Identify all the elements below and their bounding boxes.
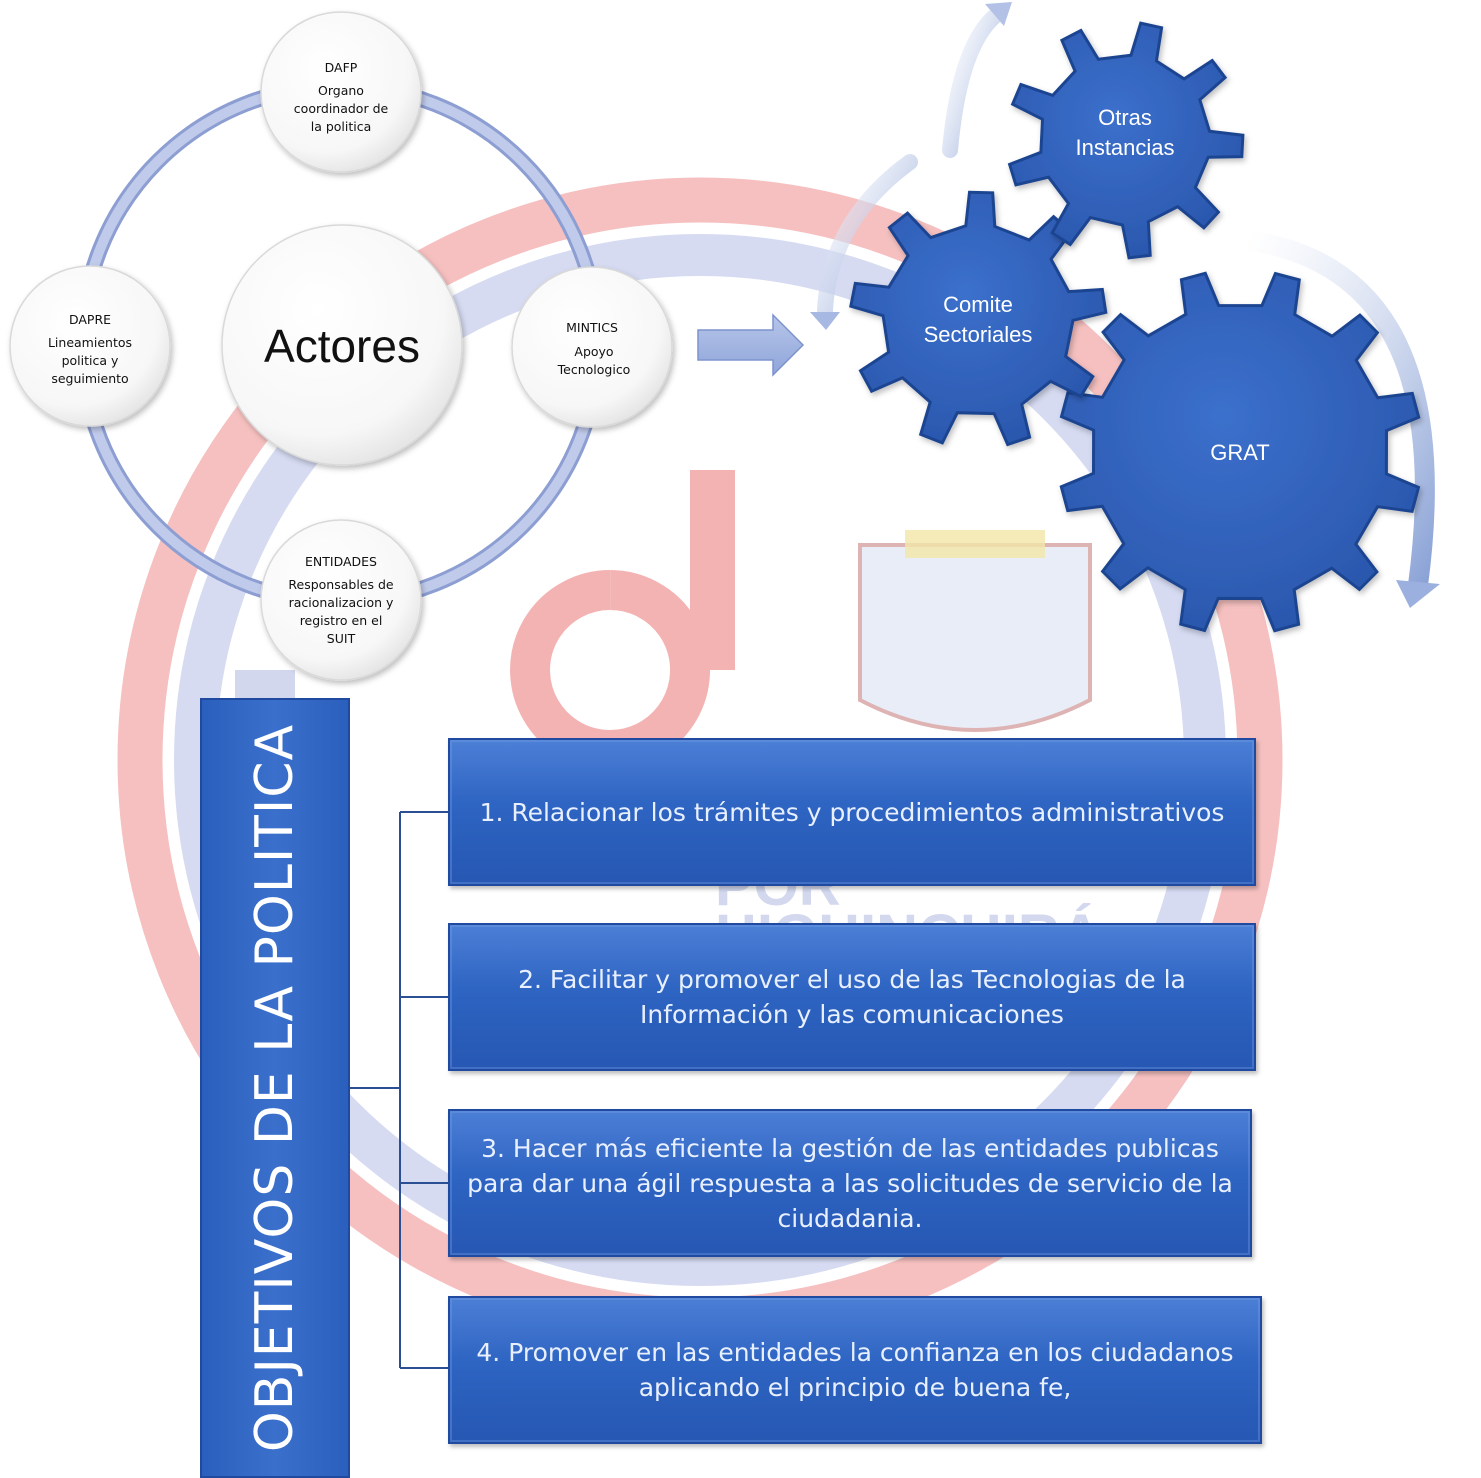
gear-otras-icon — [1007, 21, 1245, 260]
gear-otras-line-1: Otras — [1098, 105, 1152, 130]
right-arrow-icon — [697, 313, 805, 377]
dafp-title: DAFP — [325, 60, 358, 75]
gear-comite-line-2: Sectoriales — [924, 322, 1033, 347]
actors-center-label: Actores — [264, 320, 420, 372]
objectives-title: OBJETIVOS DE LA POLITICA — [245, 723, 305, 1453]
gear-comite-line-1: Comite — [943, 292, 1013, 317]
cycle-arrowhead-top-icon — [985, 2, 1012, 26]
actor-node-dapre: DAPRE Lineamientos politica y seguimient… — [9, 265, 171, 427]
cycle-arrow-right — [1236, 230, 1435, 595]
entidades-line-3: registro en el — [300, 613, 383, 628]
dapre-title: DAPRE — [69, 312, 111, 327]
actor-node-entidades: ENTIDADES Responsables de racionalizacio… — [260, 519, 422, 681]
actors-center-circle — [221, 224, 463, 466]
entidades-line-1: Responsables de — [288, 577, 394, 592]
gear-comite-shape — [849, 190, 1108, 447]
mintics-line-2: Tecnologico — [557, 362, 631, 377]
objectives-connectors — [350, 811, 448, 1369]
dapre-circle — [9, 265, 171, 427]
cycle-arrowhead-left-icon — [810, 312, 840, 330]
dapre-line-3: seguimiento — [51, 371, 128, 386]
gear-otras-shape — [1007, 21, 1245, 260]
coat-of-arms-shield — [858, 543, 1092, 732]
cycle-arrowhead-right-icon — [1396, 580, 1440, 608]
dafp-line-3: la politica — [311, 119, 372, 134]
entidades-circle — [260, 519, 422, 681]
objectives-title-bar — [200, 698, 350, 1478]
dafp-line-1: Organo — [318, 83, 364, 98]
watermark-letter-d-stem — [690, 470, 735, 670]
entidades-line-2: racionalizacion y — [289, 595, 394, 610]
dapre-line-1: Lineamientos — [48, 335, 132, 350]
dafp-line-2: coordinador de — [294, 101, 389, 116]
dafp-circle — [260, 11, 422, 173]
objective-box-3: 3. Hacer más eficiente la gestión de las… — [448, 1109, 1252, 1257]
actors-center-node: Actores — [221, 224, 463, 466]
objective-box-1: 1. Relacionar los trámites y procedimien… — [448, 738, 1256, 886]
entidades-line-4: SUIT — [327, 631, 356, 646]
mintics-circle — [511, 266, 673, 428]
gear-grat-icon — [1059, 271, 1421, 633]
cycle-arrows — [810, 2, 1440, 608]
coat-of-arms-crown — [905, 530, 1045, 558]
mintics-line-1: Apoyo — [574, 344, 613, 359]
objective-box-2: 2. Facilitar y promover el uso de las Te… — [448, 923, 1256, 1071]
cycle-arrow-left — [817, 154, 918, 318]
gear-comite-icon — [849, 190, 1108, 447]
gear-grat-label: GRAT — [1210, 440, 1269, 465]
actor-node-dafp: DAFP Organo coordinador de la politica — [260, 11, 422, 173]
objective-box-4: 4. Promover en las entidades la confianz… — [448, 1296, 1262, 1444]
entidades-title: ENTIDADES — [305, 554, 377, 569]
mintics-title: MINTICS — [566, 320, 618, 335]
actor-node-mintics: MINTICS Apoyo Tecnologico — [511, 266, 673, 428]
gear-otras-line-2: Instancias — [1075, 135, 1174, 160]
cycle-arrow-top — [942, 4, 1008, 158]
gear-grat-shape — [1059, 271, 1421, 633]
dapre-line-2: politica y — [62, 353, 119, 368]
